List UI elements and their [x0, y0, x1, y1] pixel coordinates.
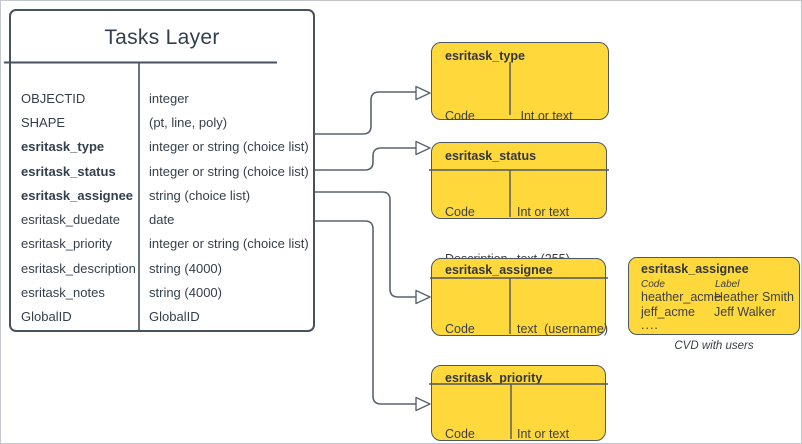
choice-box-title: esritask_type [445, 49, 525, 63]
table-row: esritask_status integer or string (choic… [11, 159, 313, 183]
choice-box-esritask-status: esritask_status Code Description Int or … [431, 142, 607, 266]
table-rows: OBJECTID integer SHAPE (pt, line, poly) … [11, 86, 313, 329]
table-title: Tasks Layer [104, 26, 220, 49]
field-name: SHAPE [21, 114, 66, 130]
cvd-col-header-code: Code [641, 279, 665, 290]
field-type: string (choice list) [149, 187, 251, 203]
arrowhead-esritask-assignee-icon [415, 289, 431, 305]
field-label: Code [445, 322, 475, 336]
table-row: esritask_type integer or string (choice … [11, 135, 313, 159]
choice-box-title: esritask_status [445, 149, 537, 163]
field-type: integer or string (choice list) [149, 163, 309, 179]
field-label: Code [445, 205, 475, 219]
table-row: OBJECTID integer [11, 86, 313, 110]
field-name: esritask_description [21, 260, 136, 276]
table-row: esritask_duedate date [11, 207, 313, 231]
tasks-layer-table: Tasks Layer OBJECTID integer SHAPE (pt, … [9, 9, 315, 332]
cvd-caption: CVD with users [674, 340, 754, 352]
cvd-code: jeff_acme [641, 305, 695, 319]
field-type: string (4000) [149, 260, 222, 276]
choice-box-title: esritask_priority [445, 371, 543, 385]
field-name: esritask_assignee [21, 187, 134, 203]
type-label: Int or text [517, 427, 570, 441]
table-row: SHAPE (pt, line, poly) [11, 110, 313, 134]
field-type: date [149, 212, 175, 228]
choice-box-esritask-assignee: esritask_assignee Code Description text … [431, 258, 609, 383]
table-row: esritask_assignee string (choice list) [11, 183, 313, 207]
cvd-ellipsis: .... [641, 318, 659, 332]
choice-box-types: Int or text text (255) [517, 396, 570, 443]
choice-box-esritask-priority: esritask_priority Code Description Int o… [431, 365, 606, 441]
field-name: esritask_status [21, 163, 116, 179]
connector-esritask-type [315, 91, 416, 135]
field-type: integer or string (choice list) [149, 236, 309, 252]
cvd-label: Heather Smith [714, 290, 794, 304]
cvd-box-esritask-assignee: esritask_assignee Code Label heather_acm… [628, 257, 800, 335]
field-name: esritask_duedate [21, 212, 121, 228]
type-label: Int or text [517, 109, 573, 123]
table-row: GlobalID GlobalID [11, 305, 313, 329]
cvd-code: heather_acme [641, 290, 721, 304]
field-name: esritask_type [21, 139, 105, 155]
choice-box-fields: Code Description [445, 396, 508, 443]
field-type: (pt, line, poly) [149, 114, 228, 130]
type-label: text (username) [517, 322, 609, 336]
field-type: integer [149, 90, 189, 106]
arrowhead-esritask-type-icon [415, 85, 431, 101]
type-label: Int or text [517, 205, 570, 219]
connector-esritask-priority [315, 220, 416, 405]
field-name: esritask_notes [21, 285, 105, 301]
field-name: GlobalID [21, 309, 72, 325]
table-row: esritask_notes string (4000) [11, 280, 313, 304]
connector-esritask-assignee [315, 191, 416, 298]
field-type: GlobalID [149, 309, 200, 325]
table-row: esritask_priority integer or string (cho… [11, 232, 313, 256]
connector-esritask-status [315, 147, 416, 171]
cvd-label: Jeff Walker [714, 305, 776, 319]
field-name: OBJECTID [21, 90, 86, 106]
choice-box-esritask-type: esritask_type Code Description Int or te… [431, 42, 609, 170]
table-row: esritask_description string (4000) [11, 256, 313, 280]
field-type: integer or string (choice list) [149, 139, 309, 155]
choice-box-title: esritask_assignee [445, 263, 553, 277]
arrowhead-esritask-status-icon [415, 140, 431, 156]
cvd-box-title: esritask_assignee [641, 262, 749, 276]
cvd-col-header-label: Label [715, 279, 740, 290]
field-name: esritask_priority [21, 236, 113, 252]
field-type: string (4000) [149, 285, 222, 301]
field-label: Code [445, 109, 475, 123]
field-label: Code [445, 427, 475, 441]
arrowhead-esritask-priority-icon [415, 396, 431, 412]
